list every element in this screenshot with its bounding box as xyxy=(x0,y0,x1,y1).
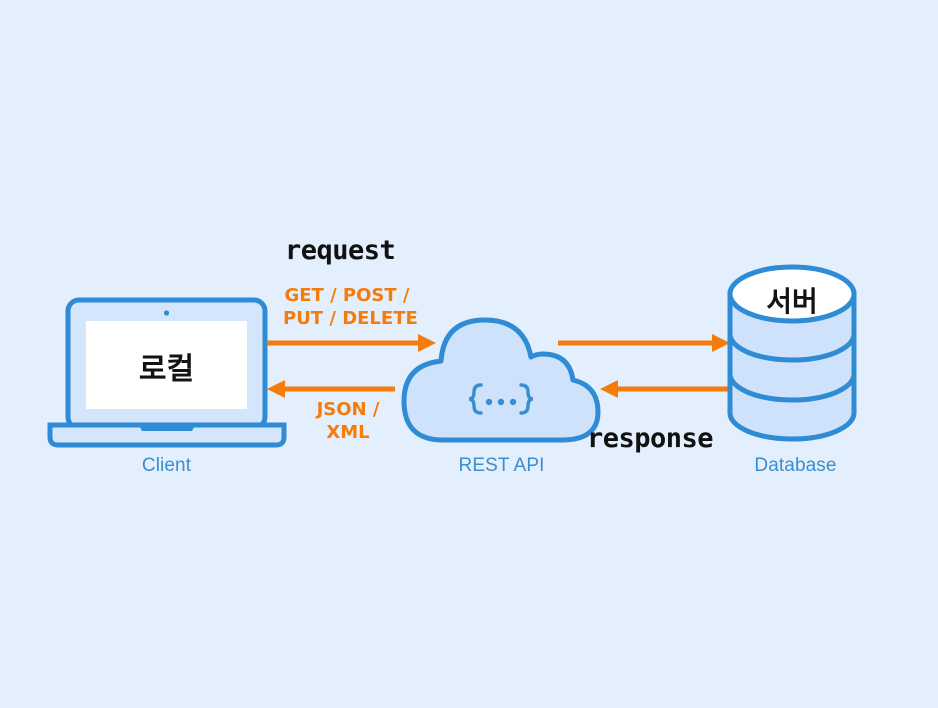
cylinder-body xyxy=(727,291,857,442)
response-title: response xyxy=(587,423,714,454)
laptop-screen xyxy=(86,321,247,409)
database-top-text: 서버 xyxy=(766,285,818,318)
cloud-ellipsis-icon xyxy=(485,398,517,406)
request-title: request xyxy=(285,235,396,266)
cylinder-band-divider-2 xyxy=(727,373,857,403)
api-caption: REST API xyxy=(458,455,545,476)
cylinder-band-divider-1 xyxy=(727,333,857,363)
client-to-api-arrow xyxy=(267,334,436,352)
cylinder-top-cap xyxy=(727,264,857,324)
laptop-trackpad-notch xyxy=(139,425,195,431)
laptop-base xyxy=(47,422,287,448)
response-formats-line-2: XML xyxy=(326,422,370,443)
request-methods-line-2: PUT / DELETE xyxy=(283,308,418,329)
request-methods-line-1: GET / POST / xyxy=(284,285,410,306)
response-formats-line-1: JSON / xyxy=(316,399,380,420)
api-to-database-arrow xyxy=(558,334,730,352)
rest-api-cloud-graphic xyxy=(401,317,601,443)
laptop-camera-icon xyxy=(163,310,170,316)
client-caption: Client xyxy=(141,455,192,476)
database-to-api-arrow xyxy=(600,380,728,398)
database-caption: Database xyxy=(754,455,837,476)
cloud-shape xyxy=(401,317,601,443)
cloud-braces-icon xyxy=(468,383,534,415)
client-laptop-graphic xyxy=(47,297,287,448)
client-screen-text: 로컬 xyxy=(138,352,195,387)
api-to-client-arrow xyxy=(267,380,395,398)
database-cylinder-graphic xyxy=(727,264,857,442)
